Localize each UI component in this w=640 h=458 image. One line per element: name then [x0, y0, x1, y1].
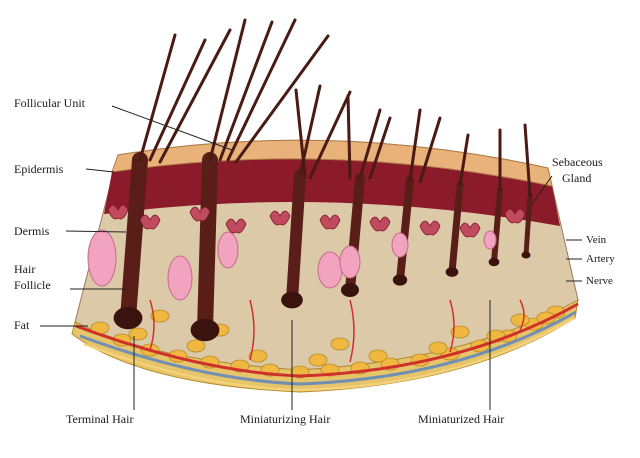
hair-shaft	[458, 133, 470, 187]
hair-shaft	[358, 108, 382, 180]
pointer-line	[531, 175, 553, 205]
label-sebaceous-1: Sebaceous	[552, 155, 603, 169]
fat-cell	[248, 349, 268, 363]
hair-shaft	[138, 33, 177, 162]
follicle-bulb	[445, 267, 459, 277]
gland-lobule	[319, 214, 341, 230]
gland-lobule	[269, 210, 291, 226]
sebaceous-gland	[391, 232, 409, 258]
follicle	[120, 152, 148, 326]
artery	[75, 302, 579, 378]
follicle	[523, 192, 533, 258]
hair-shaft	[158, 28, 232, 164]
capillary	[349, 299, 355, 363]
hair-shaft	[408, 108, 422, 182]
sebaceous-glands	[87, 204, 526, 301]
pointer-line	[85, 168, 115, 173]
hair-shaft	[208, 18, 247, 162]
label-hair-follicle-2: Follicle	[14, 278, 51, 292]
follicle	[286, 169, 306, 306]
hair-shaft	[294, 88, 307, 178]
sebaceous-gland	[483, 230, 497, 250]
hair-shaft	[368, 116, 392, 180]
hair-follicles	[113, 152, 533, 342]
label-nerve: Nerve	[586, 275, 613, 287]
follicle	[197, 152, 218, 338]
follicle	[396, 176, 414, 284]
fat-cell	[128, 327, 148, 341]
capillary	[449, 299, 455, 353]
gland-lobule	[419, 220, 441, 236]
gland-lobule	[139, 214, 161, 230]
fat-cell	[450, 325, 470, 339]
capillary	[519, 299, 525, 331]
label-epidermis: Epidermis	[14, 162, 64, 176]
sebaceous-gland	[167, 255, 193, 301]
nerve	[83, 316, 575, 392]
pointer-line	[111, 105, 233, 151]
follicle	[491, 187, 503, 265]
gland-lobule	[459, 222, 481, 238]
follicle-bulb	[392, 274, 408, 286]
label-hair-follicle-1: Hair	[14, 262, 36, 276]
capillary	[249, 299, 255, 361]
label-vein: Vein	[586, 234, 607, 246]
fat-cell	[428, 341, 448, 355]
hair-shafts	[138, 18, 532, 197]
vein	[79, 310, 577, 386]
label-sebaceous-2: Gland	[562, 171, 592, 185]
sebaceous-gland	[87, 229, 117, 287]
hair-shaft	[148, 38, 207, 162]
label-pointers	[40, 105, 582, 410]
dermis-band	[104, 158, 560, 226]
label-miniaturizing-hair: Miniaturizing Hair	[240, 412, 331, 426]
sebaceous-gland	[339, 245, 361, 279]
hair-shaft	[523, 123, 532, 197]
label-fat: Fat	[14, 318, 30, 332]
hair-shaft	[234, 34, 330, 164]
gland-lobule	[107, 204, 129, 220]
fat-cell	[330, 337, 350, 351]
label-artery: Artery	[586, 253, 615, 265]
gland-lobule	[504, 208, 526, 224]
fat-cell	[368, 349, 388, 363]
hair-shaft	[218, 20, 274, 162]
follicle-bulb	[488, 257, 500, 267]
fat-cell	[308, 353, 328, 367]
fat-cell	[510, 313, 530, 327]
sebaceous-gland	[317, 251, 343, 289]
hair-shaft	[308, 90, 352, 180]
follicle-bulb	[521, 251, 531, 259]
label-terminal-hair: Terminal Hair	[66, 412, 134, 426]
follicle-bulb	[341, 283, 359, 297]
gland-lobule	[369, 216, 391, 232]
gland-lobule	[225, 218, 247, 234]
blood-vessels	[75, 299, 579, 392]
follicle-bulb	[113, 306, 143, 330]
label-dermis: Dermis	[14, 224, 50, 238]
label-miniaturized-hair: Miniaturized Hair	[418, 412, 505, 426]
follicle	[448, 181, 464, 276]
follicle-bulb	[190, 318, 220, 342]
follicle-bulb	[281, 291, 303, 309]
capillary	[149, 299, 155, 351]
fat-cell	[150, 309, 170, 323]
sebaceous-gland	[217, 231, 239, 269]
pointer-line	[65, 230, 127, 233]
hair-shaft	[226, 18, 297, 162]
hair-shaft	[418, 116, 442, 184]
label-follicular-unit: Follicular Unit	[14, 96, 85, 110]
gland-lobule	[189, 206, 211, 222]
hair-shaft	[346, 94, 352, 180]
fat-cell	[186, 339, 206, 353]
